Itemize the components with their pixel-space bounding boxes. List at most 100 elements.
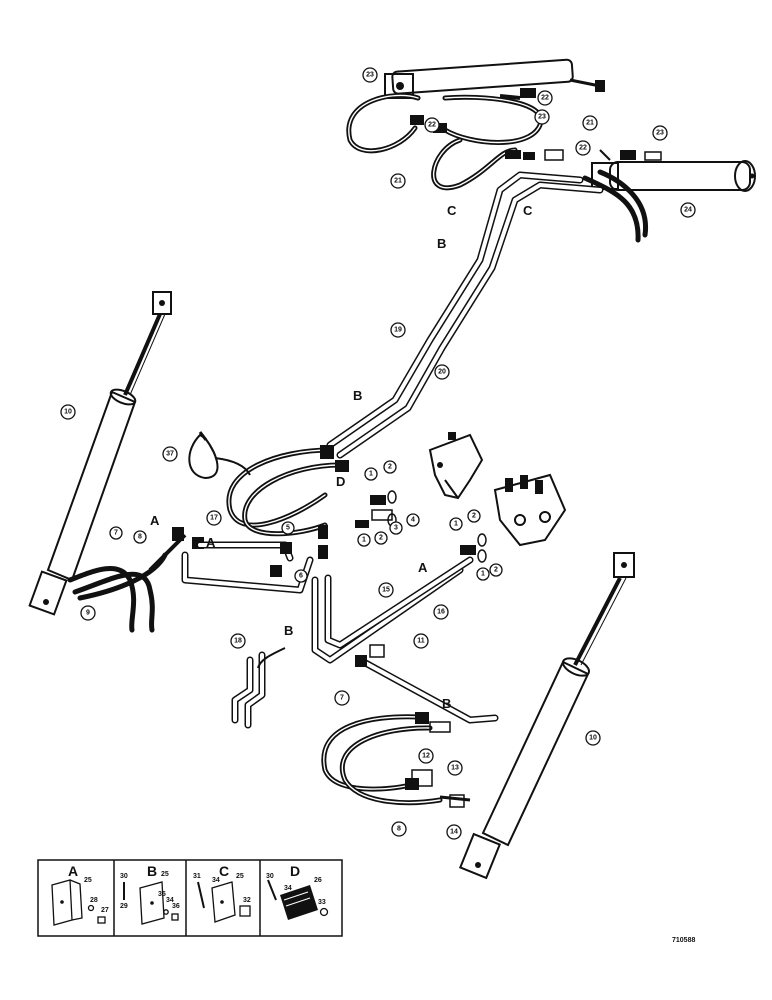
callout-10-left: 10	[60, 404, 76, 420]
callout-22-c: 22	[575, 140, 591, 156]
drawing-code: 710588	[672, 937, 695, 944]
callout-21-b: 21	[390, 173, 406, 189]
svg-text:22: 22	[541, 95, 549, 102]
callout-1-b: 1	[357, 533, 371, 547]
callout-24-top: 23	[362, 67, 378, 83]
left-cylinder	[28, 291, 172, 616]
svg-text:9: 9	[86, 610, 90, 617]
hose-loop	[188, 431, 251, 480]
callout-11: 11	[413, 633, 429, 649]
control-valve-lower	[493, 473, 567, 547]
callout-24-right: 24	[680, 202, 696, 218]
middle-hoses	[226, 445, 349, 559]
svg-text:1: 1	[454, 521, 458, 528]
svg-text:3: 3	[394, 525, 398, 532]
valve-fittings	[270, 490, 487, 577]
svg-text:28: 28	[90, 897, 98, 904]
inset-letter-c: C	[219, 863, 229, 879]
svg-text:36: 36	[172, 903, 180, 910]
callout-7-right: 7	[334, 690, 350, 706]
inset-panel-group	[37, 859, 343, 937]
svg-text:2: 2	[379, 535, 383, 542]
svg-text:2: 2	[494, 567, 498, 574]
callout-12: 12	[418, 748, 434, 764]
svg-text:2: 2	[388, 464, 392, 471]
callout-3: 3	[389, 521, 403, 535]
svg-text:29: 29	[120, 903, 128, 910]
svg-text:23: 23	[538, 114, 546, 121]
callout-5: 5	[281, 521, 295, 535]
callout-22-a: 22	[537, 90, 553, 106]
callout-1-a: 1	[364, 467, 378, 481]
callout-7-left: 7	[109, 526, 123, 540]
letter-b-right: B	[442, 696, 451, 711]
callout-18: 18	[230, 633, 246, 649]
callout-6: 6	[294, 569, 308, 583]
svg-text:17: 17	[210, 515, 218, 522]
svg-text:35: 35	[158, 891, 166, 898]
letter-c-right: C	[523, 203, 533, 218]
callout-2-d: 2	[489, 563, 503, 577]
svg-text:22: 22	[428, 122, 436, 129]
svg-text:25: 25	[236, 873, 244, 880]
callout-2-b: 2	[374, 531, 388, 545]
svg-text:37: 37	[166, 451, 174, 458]
svg-text:19: 19	[394, 327, 402, 334]
svg-text:34: 34	[284, 885, 292, 892]
svg-text:5: 5	[286, 525, 290, 532]
callout-8-right: 8	[391, 821, 407, 837]
svg-text:16: 16	[437, 609, 445, 616]
svg-text:4: 4	[411, 517, 415, 524]
callout-21-a: 21	[582, 115, 598, 131]
svg-text:23: 23	[656, 130, 664, 137]
callout-9: 9	[80, 605, 96, 621]
right-cylinder	[458, 552, 635, 880]
svg-text:6: 6	[299, 573, 303, 580]
letter-d: D	[336, 474, 345, 489]
svg-text:1: 1	[362, 537, 366, 544]
callout-2-a: 2	[383, 460, 397, 474]
letter-a-mid: A	[206, 535, 216, 550]
callout-10-right: 10	[585, 730, 601, 746]
upper-hoses	[346, 93, 662, 243]
svg-text:11: 11	[417, 638, 425, 645]
callout-19: 19	[390, 322, 406, 338]
upper-left-cylinder	[384, 58, 605, 99]
svg-text:13: 13	[451, 765, 459, 772]
svg-text:18: 18	[234, 638, 242, 645]
left-hoses	[67, 527, 204, 633]
svg-text:2: 2	[472, 513, 476, 520]
svg-text:30: 30	[120, 873, 128, 880]
svg-text:27: 27	[101, 907, 109, 914]
inset-letter-a: A	[68, 863, 78, 879]
callout-14: 14	[446, 824, 462, 840]
svg-text:15: 15	[382, 587, 390, 594]
letter-b-top: B	[437, 236, 446, 251]
callout-23-b: 23	[652, 125, 668, 141]
svg-text:31: 31	[193, 873, 201, 880]
svg-text:22: 22	[579, 145, 587, 152]
letter-a-right: A	[418, 560, 428, 575]
svg-text:7: 7	[114, 530, 118, 537]
svg-text:1: 1	[481, 571, 485, 578]
svg-text:10: 10	[64, 409, 72, 416]
svg-text:8: 8	[397, 826, 401, 833]
inset-panel-b: B 30 29 25 35 34 36	[120, 863, 180, 925]
callout-8-left: 8	[133, 530, 147, 544]
svg-text:12: 12	[422, 753, 430, 760]
callout-4: 4	[406, 513, 420, 527]
svg-text:33: 33	[318, 899, 326, 906]
callout-37: 37	[162, 446, 178, 462]
callout-20: 20	[434, 364, 450, 380]
svg-text:34: 34	[166, 897, 174, 904]
callout-2-c: 2	[467, 509, 481, 523]
svg-text:8: 8	[138, 534, 142, 541]
svg-text:23: 23	[366, 72, 374, 79]
lower-right-hoses	[321, 712, 471, 808]
svg-text:26: 26	[314, 877, 322, 884]
control-valve-upper	[428, 432, 484, 500]
inset-letter-d: D	[290, 863, 300, 879]
inset-letter-b: B	[147, 863, 157, 879]
svg-text:21: 21	[586, 120, 594, 127]
